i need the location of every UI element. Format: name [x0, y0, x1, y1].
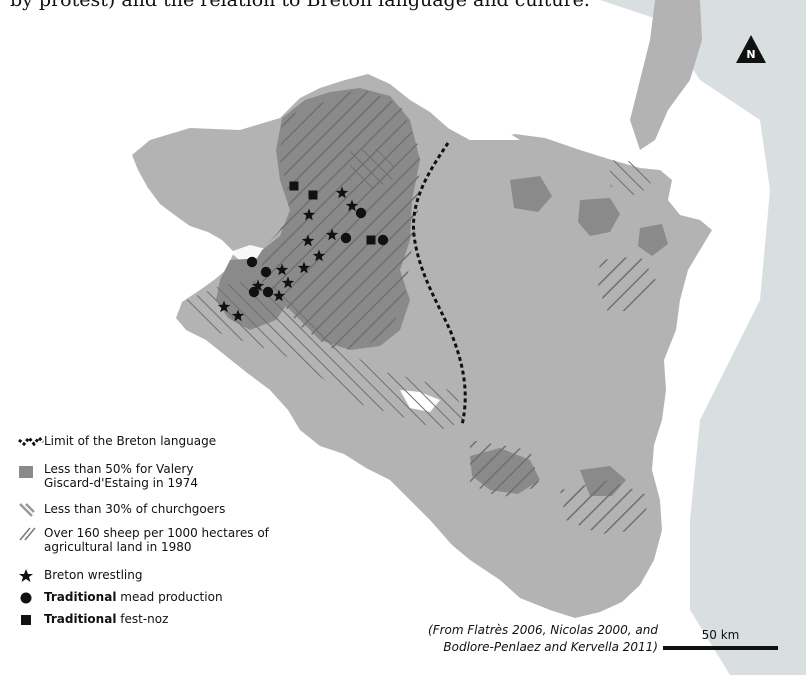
star-icon	[18, 568, 44, 584]
header-text: by protest) and the relation to Breton l…	[10, 0, 590, 11]
legend-label: Traditional mead production	[44, 590, 223, 604]
circle-icon	[18, 590, 44, 606]
dark-area-east-1	[578, 198, 620, 236]
mead-circle-icon	[260, 266, 272, 278]
north-label: N	[746, 48, 755, 61]
wrestling-star-icon	[335, 186, 349, 199]
scale-bar: 50 km	[663, 628, 778, 652]
hatch-sheep-3	[610, 160, 652, 196]
source-line-1: (From Flatrès 2006, Nicolas 2000, and	[428, 623, 658, 637]
land-mainland	[132, 74, 712, 618]
hatch-sheep	[186, 280, 468, 430]
wrestling-star-icon	[281, 276, 295, 289]
scale-line	[663, 646, 778, 650]
wrestling-star-icon	[345, 199, 359, 212]
bay-north	[448, 118, 520, 140]
festnoz-square-icon	[366, 235, 376, 245]
hatch-slash-icon	[18, 526, 44, 542]
wrestling-star-icon	[312, 249, 326, 262]
wrestling-star-icon	[297, 261, 311, 274]
legend-item-wrestling: Breton wrestling	[18, 568, 142, 584]
wrestling-star-icon	[272, 289, 286, 302]
source-note: (From Flatrès 2006, Nicolas 2000, and Bo…	[380, 622, 658, 656]
legend-label: Over 160 sheep per 1000 hectares of agri…	[44, 526, 269, 554]
source-line-2: Bodlore-Penlaez and Kervella 2011)	[443, 640, 658, 654]
hatch-churchgoers-3	[560, 480, 650, 534]
coast-strip	[630, 0, 702, 150]
legend-item-mead: Traditional mead production	[18, 590, 223, 606]
legend-label: Less than 30% of churchgoers	[44, 502, 226, 516]
square-icon	[18, 612, 44, 628]
wrestling-star-icon	[251, 279, 265, 292]
mead-circle-icon	[248, 286, 260, 298]
legend-item-churchgoers: Less than 30% of churchgoers	[18, 502, 225, 518]
mead-circle-icon	[340, 232, 352, 244]
festnoz-square-icon	[289, 181, 299, 191]
dark-grey-square-icon	[18, 462, 44, 478]
mead-circle-icon	[262, 286, 274, 298]
hatch-sheep-2	[350, 148, 396, 190]
wrestling-star-icon	[325, 228, 339, 241]
wrestling-star-icon	[301, 234, 315, 247]
legend-item-giscard: Less than 50% for Valery Giscard-d'Estai…	[18, 462, 244, 490]
legend-label: Limit of the Breton language	[44, 434, 217, 448]
scale-label: 50 km	[701, 628, 740, 642]
wrestling-star-icon	[217, 300, 231, 313]
legend-label: Breton wrestling	[44, 568, 143, 582]
mead-circle-icon	[377, 234, 389, 246]
map-symbols	[217, 181, 389, 322]
legend-item-breton-limit: Limit of the Breton language	[18, 434, 216, 450]
festnoz-square-icon	[308, 190, 318, 200]
dark-area-north-2	[510, 176, 552, 212]
wrestling-star-icon	[231, 309, 245, 322]
north-arrow-icon: N	[736, 35, 766, 63]
legend-item-sheep: Over 160 sheep per 1000 hectares of agri…	[18, 526, 284, 554]
hatch-backslash-icon	[18, 502, 44, 518]
dark-area-east-2	[638, 224, 668, 256]
mead-circle-icon	[246, 256, 258, 268]
breton-language-limit	[411, 142, 467, 426]
wrestling-star-icon	[275, 263, 289, 276]
legend-label: Traditional fest-noz	[44, 612, 169, 626]
wrestling-star-icon	[302, 208, 316, 221]
hatch-churchgoers-4	[470, 440, 540, 498]
hatch-churchgoers-2	[598, 256, 656, 312]
dashed-line-icon	[18, 434, 44, 450]
sea	[600, 0, 806, 675]
mead-circle-icon	[355, 207, 367, 219]
legend-item-festnoz: Traditional fest-noz	[18, 612, 168, 628]
legend-label: Less than 50% for Valery Giscard-d'Estai…	[44, 462, 198, 490]
